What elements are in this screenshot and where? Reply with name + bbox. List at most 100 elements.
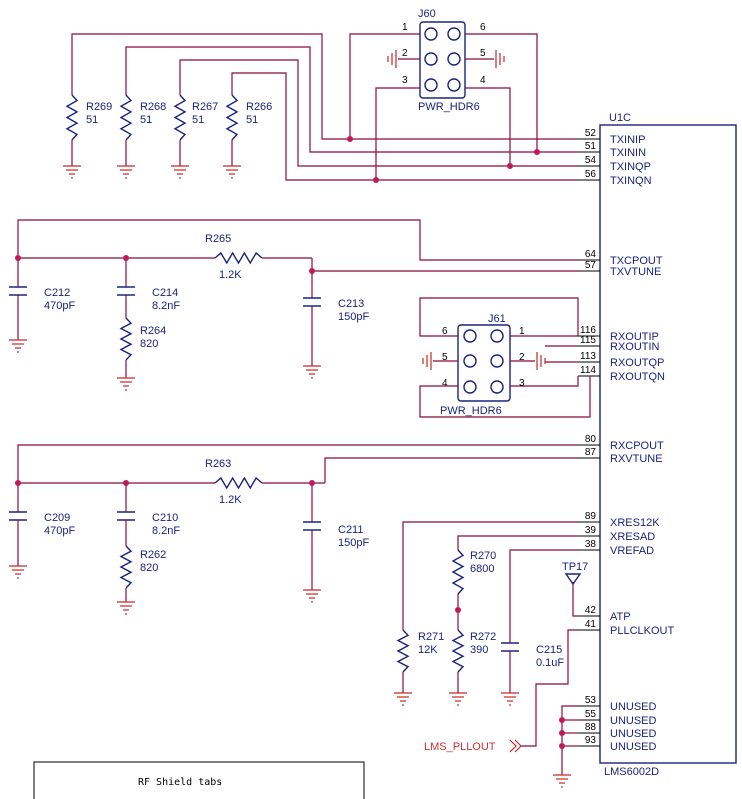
ground-symbol: [171, 165, 189, 179]
ic-pin-number: 52: [585, 128, 597, 139]
ground-symbol: [303, 365, 321, 379]
j61-pin-1: 1: [519, 326, 525, 337]
j60-pin-2: 2: [402, 48, 408, 59]
ground-symbol: [394, 692, 412, 706]
capacitor-value: 470pF: [44, 525, 75, 537]
capacitor-ref: C212: [44, 287, 70, 299]
ic-pin-name: TXINIP: [610, 134, 645, 146]
ic-pin-number: 55: [585, 709, 597, 720]
ic-pin-name: TXINQP: [610, 161, 651, 173]
capacitor-ref: C213: [338, 298, 364, 310]
resistor-value: 51: [140, 114, 152, 126]
resistor-ref: R272: [470, 631, 496, 643]
ic-pin-name: UNUSED: [610, 701, 657, 713]
ic-pin-name: VREFAD: [610, 545, 654, 557]
ic-pin-number: 53: [585, 695, 597, 706]
capacitor-value: 0.1uF: [536, 657, 564, 669]
ic-pin-name: XRESAD: [610, 531, 655, 543]
ic-part-label: LMS6002D: [604, 766, 659, 778]
ic-pin-name: ATP: [610, 611, 631, 623]
capacitor-ref: C214: [152, 287, 178, 299]
resistor-value: 1.2K: [219, 269, 242, 281]
resistor-value: 6800: [470, 563, 494, 575]
ic-pin-number: 51: [585, 141, 597, 152]
j61-part: PWR_HDR6: [440, 405, 502, 417]
testpoint-tp17: TP17: [562, 561, 588, 586]
j60-ref: J60: [418, 8, 436, 20]
rf-shield-note: RF Shield tabs: [33, 761, 365, 799]
ic-pin-number: 89: [585, 511, 597, 522]
ic-pin-number: 56: [585, 169, 597, 180]
resistor-ref: R269: [86, 101, 112, 113]
ic-pin-name: RXOUTQN: [610, 371, 665, 383]
resistor-ref: R262: [140, 549, 166, 561]
ic-pin-number: 38: [585, 539, 597, 550]
ic-pin-number: 116: [580, 325, 596, 336]
resistor-value: 51: [86, 114, 98, 126]
header-j60: J60 PWR_HDR6 1 2 3 4 5 6: [387, 8, 505, 113]
ic-pin-name: XRES12K: [610, 517, 660, 529]
capacitor-value: 150pF: [338, 537, 369, 549]
ic-pin-number: 88: [585, 722, 597, 733]
rx-loop-filter: [15, 444, 578, 522]
ic-pin-name: TXININ: [610, 147, 646, 159]
resistor-ref: R264: [140, 325, 166, 337]
ic-pin-name: RXOUTIN: [610, 341, 660, 353]
ic-pin-name: TXCPOUT: [610, 255, 663, 267]
resistor-value: 820: [140, 338, 158, 350]
ground-symbol: [117, 601, 135, 615]
tx-input-nets: [71, 33, 578, 183]
capacitor-ref: C215: [536, 644, 562, 656]
ic-pin-name: PLLCLKOUT: [610, 625, 674, 637]
ic-pin-number: 42: [585, 605, 597, 616]
j61-pin-3: 3: [519, 378, 525, 389]
resistor-value: 820: [140, 562, 158, 574]
ground-symbol: [9, 565, 27, 579]
resistor-value: 51: [246, 114, 258, 126]
resistor-value: 1.2K: [219, 494, 242, 506]
ground-symbol: [117, 377, 135, 391]
tp17-ref: TP17: [562, 561, 588, 573]
ic-pin-group: 52TXINIP51TXININ54TXINQP56TXINQN64TXCPOU…: [578, 128, 674, 753]
ic-pin-name: RXVTUNE: [610, 453, 663, 465]
j60-pin-4: 4: [480, 75, 486, 86]
resistor-ref: R268: [140, 101, 166, 113]
ground-symbol: [303, 589, 321, 603]
ic-pin-number: 39: [585, 525, 597, 536]
ground-symbol: [63, 165, 81, 179]
ground-symbol: [553, 774, 571, 788]
capacitor-value: 470pF: [44, 300, 75, 312]
ic-pin-number: 57: [585, 260, 597, 271]
j61-pin-2: 2: [519, 352, 525, 363]
capacitor-value: 150pF: [338, 311, 369, 323]
ic-u1c: U1C LMS6002D: [599, 112, 737, 778]
ic-pin-name: RXOUTIP: [610, 331, 659, 343]
resistor-value: 12K: [418, 644, 438, 656]
rx-output-nets: [419, 297, 591, 418]
capacitor-ref: C211: [338, 524, 363, 536]
capacitor-value: 8.2nF: [152, 525, 180, 537]
ic-pin-name: UNUSED: [610, 728, 657, 740]
j60-pin-1: 1: [402, 22, 408, 33]
ic-pin-number: 113: [580, 351, 596, 362]
note-text: RF Shield tabs: [138, 777, 222, 788]
ic-pin-name: RXOUTQP: [610, 357, 664, 369]
ic-pin-name: UNUSED: [610, 715, 657, 727]
j60-pin-5: 5: [480, 48, 486, 59]
j60-pin-3: 3: [402, 75, 408, 86]
resistor-ref: R270: [470, 550, 496, 562]
resistor-value: 390: [470, 644, 488, 656]
ground-symbol: [9, 339, 27, 353]
ic-pin-number: 115: [580, 335, 596, 346]
